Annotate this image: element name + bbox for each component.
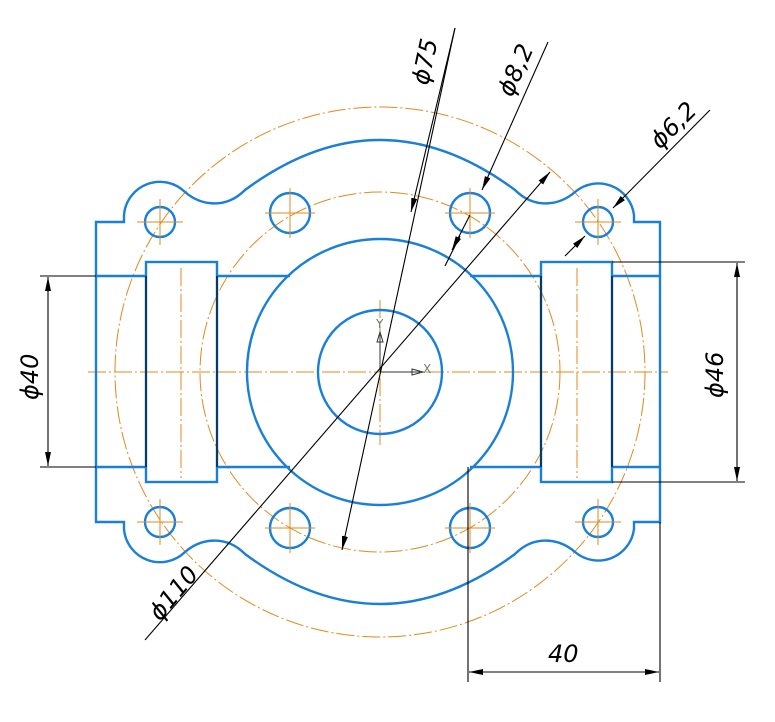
d75-label: ϕ75 bbox=[406, 36, 443, 87]
x-axis-label: X bbox=[423, 362, 431, 376]
d75-leader bbox=[341, 27, 456, 551]
bore-circle bbox=[316, 308, 444, 436]
d110-leader bbox=[144, 171, 551, 641]
hub-circle bbox=[245, 237, 515, 507]
d8-2-label: ϕ8,2 bbox=[492, 40, 540, 101]
d46-label: ϕ46 bbox=[701, 352, 729, 398]
d40-label: ϕ40 bbox=[16, 354, 44, 400]
bolt-holes bbox=[137, 188, 621, 553]
coordinate-axes-icon: Y X bbox=[375, 317, 431, 376]
d110-label: ϕ110 bbox=[143, 561, 204, 626]
y-axis-label: Y bbox=[375, 317, 384, 331]
length-40-label: 40 bbox=[548, 640, 579, 668]
d8-2-leader bbox=[481, 41, 549, 191]
d6-2-leader bbox=[612, 109, 711, 209]
d6-2-label: ϕ6,2 bbox=[644, 96, 702, 154]
